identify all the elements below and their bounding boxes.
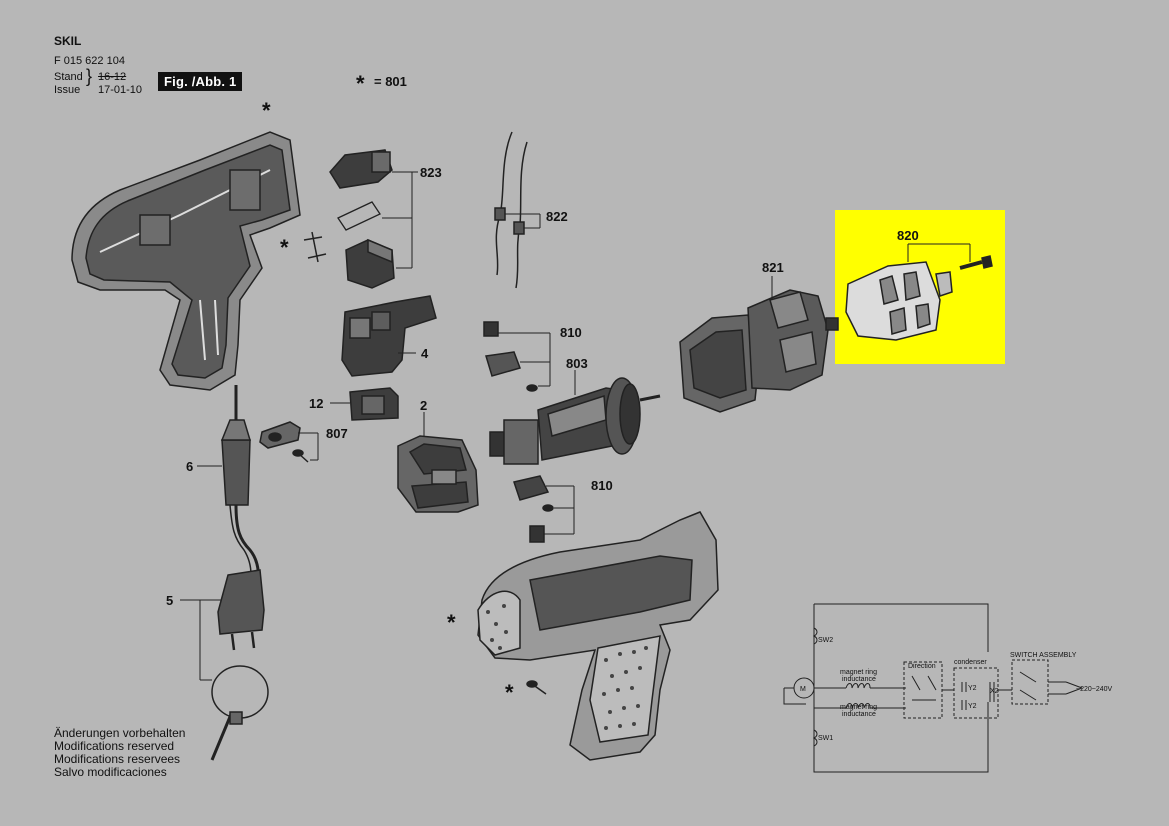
callout-bracket-810-upper <box>498 332 551 387</box>
part-5-cable-tie[interactable] <box>210 665 269 761</box>
issue-label: Issue <box>54 84 81 96</box>
legend-star: * <box>356 71 365 96</box>
part-pin[interactable] <box>303 231 327 263</box>
schematic-direction: Direction <box>908 663 936 670</box>
callout-bracket-5 <box>180 599 222 681</box>
schematic-motor: M <box>800 686 806 693</box>
part-12-block[interactable] <box>349 387 399 421</box>
star-marker-housing: * <box>262 98 271 123</box>
callout-810-lower: 810 <box>591 478 613 493</box>
callout-821: 821 <box>762 260 784 275</box>
schematic-y2-b: Y2 <box>968 703 977 710</box>
part-820-screw[interactable] <box>959 255 993 270</box>
part-2-stator[interactable] <box>397 435 479 513</box>
callout-12: 12 <box>309 396 323 411</box>
callout-bracket-822 <box>505 213 541 229</box>
part-6-power-cord[interactable] <box>220 385 260 601</box>
note-es: Salvo modificaciones <box>54 765 167 779</box>
right-housing-half[interactable] <box>477 511 719 761</box>
schematic-condenser: condenser <box>954 659 987 666</box>
part-803-armature[interactable] <box>489 377 661 465</box>
brand-label: SKIL <box>54 34 82 48</box>
left-housing-half[interactable] <box>71 131 301 391</box>
note-en: Modifications reserved <box>54 739 175 753</box>
stand-label: Stand <box>54 71 83 83</box>
part-5-plug[interactable] <box>217 569 265 651</box>
schematic-sw1: SW1 <box>818 735 833 742</box>
star-marker-screw: * <box>505 680 514 705</box>
modification-notes: Änderungen vorbehalten Modifications res… <box>54 727 185 779</box>
part-820-chuck[interactable] <box>845 261 953 341</box>
callout-5: 5 <box>166 593 173 608</box>
callout-bracket-810-lower <box>544 485 575 535</box>
callout-807: 807 <box>326 426 348 441</box>
housing-screw[interactable] <box>526 680 547 695</box>
schematic-sw2: SW2 <box>818 637 833 644</box>
callout-bracket-823 <box>382 171 418 269</box>
issue-value: 17-01-10 <box>98 84 143 96</box>
wiring-schematic <box>783 603 1083 773</box>
schematic-inductance-1: inductance <box>842 676 876 683</box>
stand-value: 16-12 <box>98 71 127 83</box>
note-fr: Modifications reservees <box>54 752 181 766</box>
schematic-x2: X2 <box>990 688 999 695</box>
schematic-voltage: ~220~240V <box>1076 686 1113 693</box>
part-807-screw[interactable] <box>292 449 309 463</box>
part-807-clamp[interactable] <box>259 421 301 449</box>
part-number: F 015 622 104 <box>54 55 125 67</box>
callout-822: 822 <box>546 209 568 224</box>
schematic-magnet-ring-1: magnet ring <box>840 669 877 676</box>
stand-brace: } <box>86 66 93 86</box>
part-821-gearbox[interactable] <box>679 289 839 413</box>
callout-2: 2 <box>420 398 427 413</box>
callout-820: 820 <box>897 228 919 243</box>
star-marker-right-housing: * <box>447 610 456 635</box>
callout-803: 803 <box>566 356 588 371</box>
schematic-y2-a: Y2 <box>968 685 977 692</box>
callout-6: 6 <box>186 459 193 474</box>
schematic-switch-assembly: SWITCH ASSEMBLY <box>1010 652 1077 659</box>
schematic-magnet-ring-2: magnet ring <box>840 704 877 711</box>
part-823-slider[interactable] <box>345 238 395 289</box>
part-810-lower-brush[interactable] <box>513 475 554 543</box>
star-marker-pin: * <box>280 235 289 260</box>
callout-823: 823 <box>420 165 442 180</box>
part-822-wires[interactable] <box>494 131 528 289</box>
part-810-upper-brush[interactable] <box>483 321 538 392</box>
callout-bracket-807 <box>298 432 319 461</box>
note-de: Änderungen vorbehalten <box>54 726 186 740</box>
part-823-switch-cover[interactable] <box>329 149 393 189</box>
callout-810-upper: 810 <box>560 325 582 340</box>
figure-label: Fig. /Abb. 1 <box>158 72 243 91</box>
housing-grip-dots <box>486 604 648 730</box>
part-4-switch[interactable] <box>341 295 437 377</box>
part-823-spring-clip[interactable] <box>337 201 381 231</box>
schematic-inductance-2: inductance <box>842 711 876 718</box>
star-legend-text: = 801 <box>374 74 407 89</box>
callout-4: 4 <box>421 346 429 361</box>
callout-bracket-820 <box>907 243 971 262</box>
